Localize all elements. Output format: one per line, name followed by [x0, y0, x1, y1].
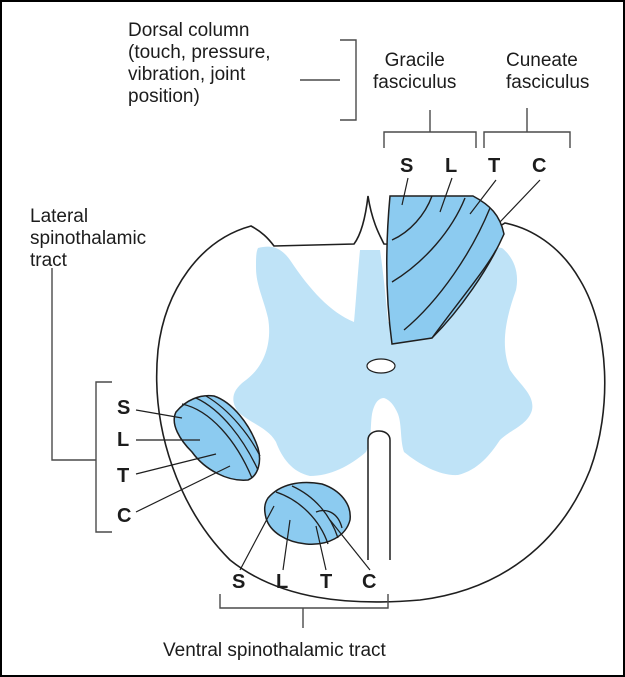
cuneate-label: Cuneate fasciculus — [506, 50, 589, 94]
gracile-line: Gracile — [373, 50, 456, 72]
lateral-line: spinothalamic — [30, 228, 146, 250]
dorsal-letter-l: L — [445, 156, 457, 176]
leader-line — [500, 180, 540, 222]
lateral-letter-l: L — [117, 430, 129, 450]
lateral-spinothalamic-label: Lateral spinothalamic tract — [30, 206, 146, 272]
dorsal-column-bracket — [340, 40, 356, 120]
ventral-median-fissure — [368, 431, 390, 560]
dorsal-column-line: (touch, pressure, — [128, 42, 271, 64]
ventral-letter-c: C — [362, 572, 376, 592]
gracile-bracket — [384, 132, 476, 148]
dorsal-letter-s: S — [400, 156, 413, 176]
dorsal-letter-c: C — [532, 156, 546, 176]
dorsal-letter-t: T — [488, 156, 500, 176]
cuneate-line: fasciculus — [506, 72, 589, 94]
dorsal-column-line: vibration, joint — [128, 64, 271, 86]
dorsal-column-line: Dorsal column — [128, 20, 271, 42]
lateral-line: tract — [30, 250, 146, 272]
cuneate-line: Cuneate — [506, 50, 589, 72]
ventral-spinothalamic-label: Ventral spinothalamic tract — [163, 640, 386, 662]
cuneate-bracket — [484, 132, 570, 148]
ventral-letter-l: L — [276, 572, 288, 592]
ventral-letter-t: T — [320, 572, 332, 592]
lateral-letter-t: T — [117, 466, 129, 486]
lateral-bracket-leader — [52, 268, 96, 460]
ventral-letter-s: S — [232, 572, 245, 592]
lateral-letter-s: S — [117, 398, 130, 418]
central-canal — [367, 359, 395, 373]
lateral-bracket — [96, 382, 112, 532]
dorsal-column-label: Dorsal column (touch, pressure, vibratio… — [128, 20, 271, 108]
dorsal-column-line: position) — [128, 86, 271, 108]
lateral-letter-c: C — [117, 506, 131, 526]
lateral-line: Lateral — [30, 206, 146, 228]
gracile-line: fasciculus — [373, 72, 456, 94]
gracile-label: Gracile fasciculus — [373, 50, 456, 94]
